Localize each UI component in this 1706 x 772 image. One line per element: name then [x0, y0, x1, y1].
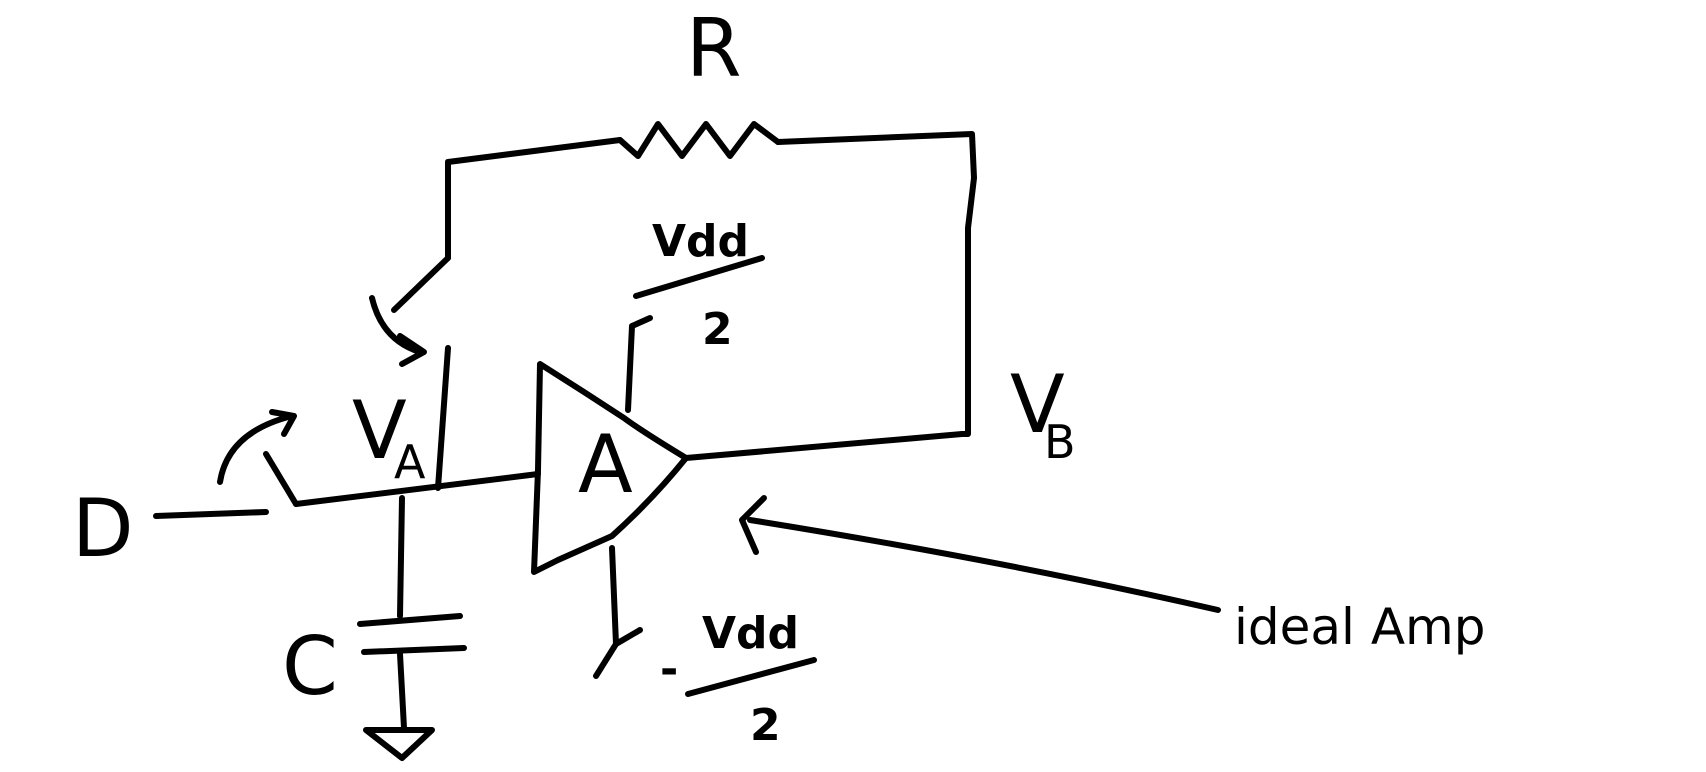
switch-input[interactable]	[217, 409, 299, 507]
switch-arrow-head-icon	[269, 409, 297, 437]
feedback-wire-right	[775, 131, 977, 437]
supply-negative-denominator: 2	[750, 700, 781, 751]
capacitor-plate-top	[357, 613, 463, 627]
supply-negative-fraction-bar	[685, 657, 817, 697]
node-a-label-main: V	[352, 384, 407, 477]
capacitor-wire-bottom	[397, 651, 407, 731]
output-wire	[683, 431, 965, 461]
resistor-label: R	[686, 2, 742, 95]
annotation-arrow-head-icon	[739, 495, 767, 555]
node-a-horizontal-wire	[293, 471, 541, 507]
switch-arrow-icon	[217, 413, 295, 485]
input-label: D	[72, 482, 134, 575]
amplifier-triangle	[531, 361, 689, 575]
amplifier-label: A	[578, 418, 633, 511]
switch-top[interactable]	[369, 255, 451, 367]
supply-positive-wire	[625, 315, 653, 413]
annotation-arrow	[747, 517, 1221, 613]
supply-negative-wire	[593, 545, 619, 679]
node-b-label-main: V	[1010, 358, 1065, 451]
switch-arrow-head-icon	[397, 333, 427, 367]
node-a-vertical-wire	[435, 345, 451, 491]
supply-negative-sign: -	[660, 644, 678, 695]
switch-icon	[263, 451, 299, 507]
supply-negative-stub	[613, 627, 643, 647]
capacitor-wire-top	[397, 495, 405, 619]
supply-negative-numerator: Vdd	[702, 608, 799, 659]
supply-positive-denominator: 2	[702, 304, 733, 355]
switch-arrow-icon	[369, 295, 423, 355]
node-a-label-sub: A	[394, 435, 426, 489]
supply-positive-numerator: Vdd	[652, 216, 749, 267]
supply-positive-fraction-bar	[633, 255, 765, 299]
node-b-label-sub: B	[1044, 415, 1076, 469]
input-wire	[153, 509, 269, 519]
switch-icon	[391, 255, 451, 313]
capacitor-label: C	[282, 620, 338, 713]
ground-icon	[363, 727, 435, 761]
feedback-wire-left	[445, 137, 623, 261]
capacitor-plate-bottom	[361, 645, 467, 655]
ideal-amp-annotation: ideal Amp	[1234, 598, 1485, 656]
resistor-icon	[617, 121, 781, 159]
